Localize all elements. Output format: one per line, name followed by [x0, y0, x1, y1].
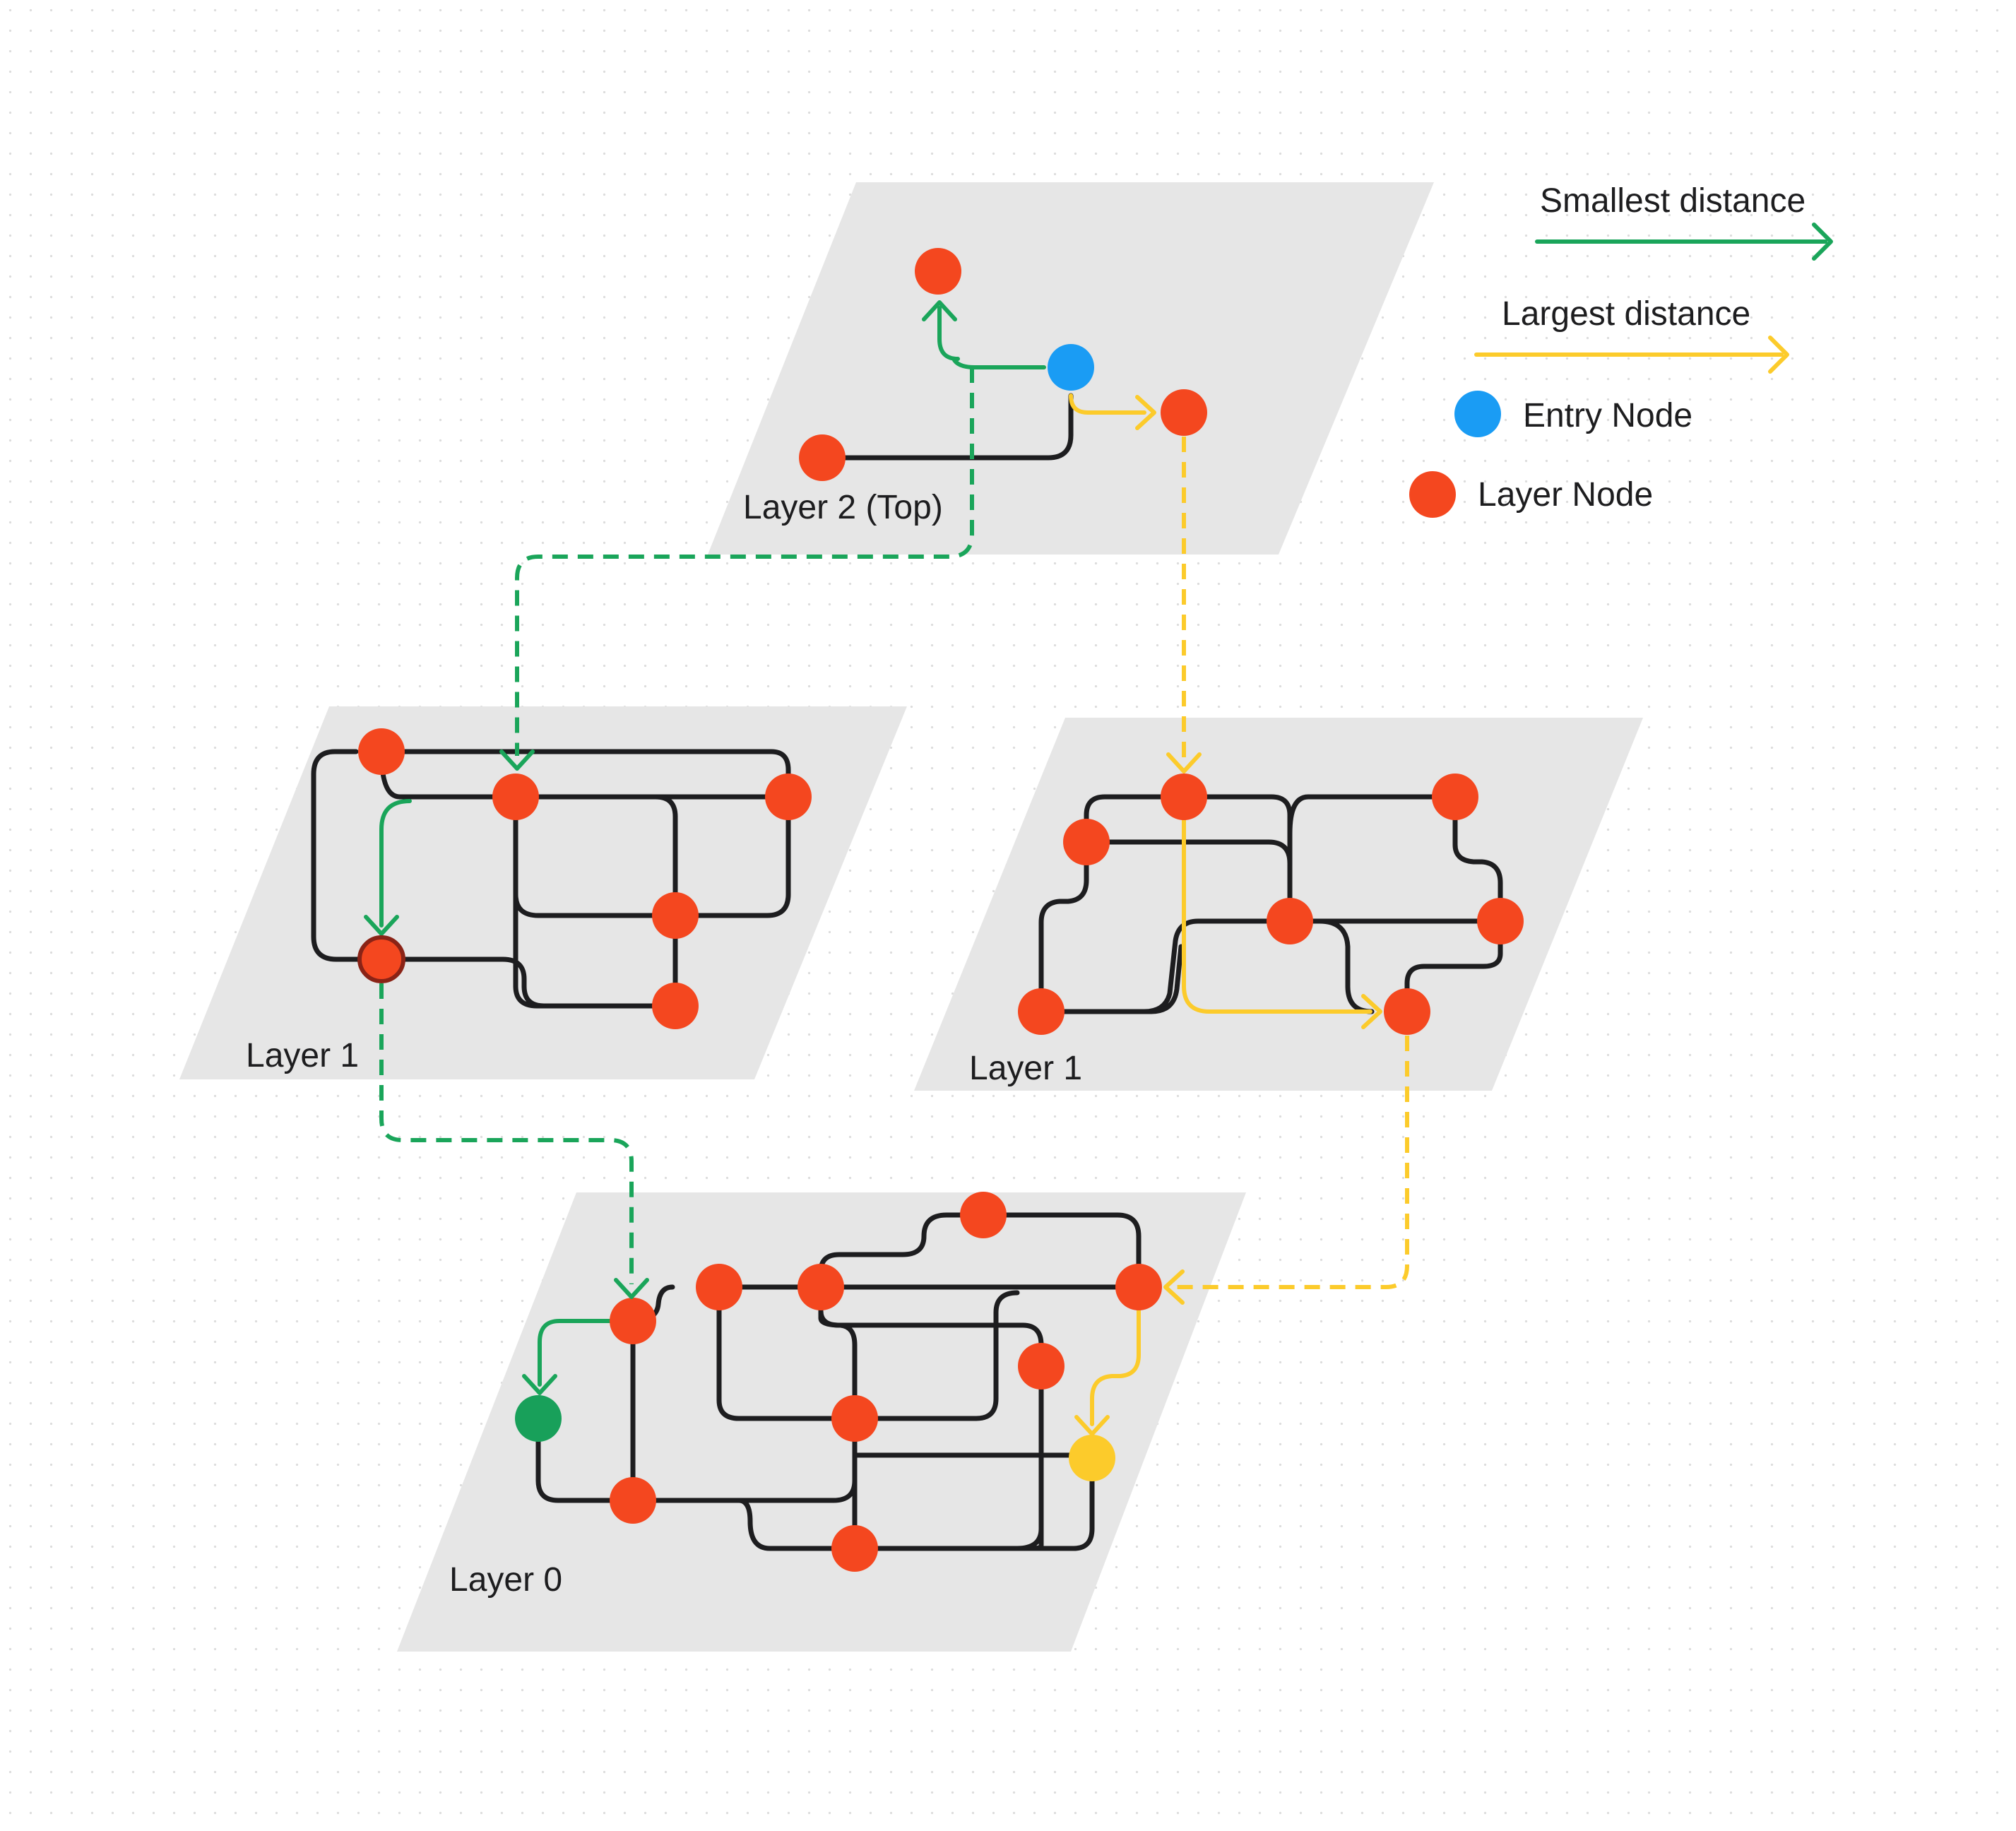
legend-layer-node-label: Layer Node — [1478, 476, 1653, 514]
largest-path-arrowhead — [1166, 752, 1202, 774]
layer-node — [1384, 988, 1430, 1035]
edge — [819, 393, 1074, 461]
smallest-path-segment — [379, 799, 412, 928]
layer-node — [765, 774, 812, 820]
layer-node — [960, 1192, 1007, 1238]
smallest-path-arrowhead — [364, 915, 399, 936]
edge — [513, 794, 678, 918]
layer-0-plane — [397, 1192, 1246, 1652]
smallest-target-node — [515, 1395, 562, 1442]
edge — [379, 749, 791, 800]
smallest-path-descent — [515, 367, 974, 756]
edge — [852, 1290, 1020, 1421]
layer-node — [915, 248, 961, 295]
layer-2-edges — [819, 393, 1074, 461]
layer-node — [1115, 1264, 1162, 1310]
layer-1-right-edges — [1038, 794, 1503, 1014]
layer-node — [1432, 774, 1478, 820]
legend: Smallest distance Largest distance Entry… — [1409, 182, 1833, 518]
largest-path-segment — [1090, 1308, 1141, 1426]
layer-node — [797, 1264, 844, 1310]
largest-path-arrowhead — [1163, 1269, 1185, 1305]
layer-node — [610, 1477, 656, 1524]
edge — [1038, 839, 1089, 1014]
largest-target-node — [1069, 1435, 1115, 1481]
smallest-path-arrowhead — [499, 749, 535, 771]
layer-2-paths — [922, 300, 1156, 430]
edge — [672, 794, 791, 918]
edge — [1084, 794, 1187, 845]
layer-0-label: Layer 0 — [449, 1561, 562, 1599]
smallest-path-arrowhead — [922, 300, 957, 321]
highlighted-layer-node — [357, 935, 405, 983]
legend-entry-node-swatch — [1454, 391, 1501, 437]
edge — [852, 1475, 1095, 1551]
layer-node — [831, 1525, 878, 1572]
edge — [980, 1212, 1142, 1290]
layer-1-left-label: Layer 1 — [246, 1037, 359, 1074]
edge — [1038, 944, 1184, 1014]
legend-entry-label: Entry Node — [1523, 397, 1692, 434]
edge — [379, 956, 547, 1009]
edge — [1014, 1526, 1044, 1551]
layer-1-right-paths — [1182, 817, 1382, 1029]
edge — [1404, 918, 1503, 1014]
edge — [535, 1435, 636, 1503]
legend-smallest-label: Smallest distance — [1540, 182, 1805, 220]
edge — [630, 1452, 858, 1503]
layer-1-right-nodes — [1018, 774, 1524, 1035]
smallest-path-arrowhead — [614, 1278, 649, 1299]
edge — [1287, 794, 1458, 836]
layer-node — [831, 1395, 878, 1442]
edge — [818, 1212, 986, 1290]
edge — [1317, 918, 1375, 1014]
layer-1-right-label: Layer 1 — [969, 1050, 1082, 1087]
edge — [1084, 839, 1293, 866]
smallest-path-segment — [937, 306, 1046, 369]
inter-layer-paths — [379, 367, 1409, 1305]
smallest-path-segment — [538, 1319, 612, 1387]
layer-1-left-plane — [179, 706, 907, 1079]
layer-node — [652, 983, 699, 1029]
edge — [1452, 794, 1503, 924]
layer-node — [1161, 389, 1207, 436]
edge — [716, 1284, 858, 1421]
layer-node — [610, 1298, 656, 1344]
layer-1-left-nodes — [357, 728, 812, 1029]
layer-node — [1477, 898, 1524, 944]
layer-node — [696, 1264, 742, 1310]
edge — [736, 1498, 858, 1551]
layer-node — [799, 434, 846, 481]
legend-largest-arrowhead — [1768, 336, 1789, 374]
layer-node — [358, 728, 405, 775]
layer-node — [1018, 1343, 1065, 1389]
edge — [311, 749, 384, 962]
entry-node — [1048, 344, 1094, 391]
legend-layer-node-swatch — [1409, 471, 1456, 518]
legend-largest-label: Largest distance — [1502, 295, 1750, 333]
layer-2-label: Layer 2 (Top) — [743, 489, 943, 526]
layer-node — [1018, 988, 1065, 1035]
largest-path-arrowhead — [1361, 994, 1382, 1029]
largest-path-arrowhead — [1074, 1415, 1110, 1436]
layer-2-nodes — [799, 248, 1207, 481]
layer-node — [1063, 819, 1110, 865]
legend-smallest-arrowhead — [1812, 223, 1833, 261]
layer-1-left-paths — [364, 799, 412, 936]
layer-0-paths — [522, 1308, 1141, 1436]
layer-node — [652, 892, 699, 939]
largest-path-segment — [1182, 817, 1372, 1014]
largest-path-descent — [1175, 1036, 1409, 1289]
layer-node — [1161, 774, 1207, 820]
largest-path-arrowhead — [1135, 395, 1156, 430]
layer-0-nodes — [515, 1192, 1162, 1572]
layer-node — [492, 774, 539, 820]
largest-path-segment — [1069, 393, 1146, 415]
layer-node — [1267, 898, 1313, 944]
smallest-path-arrowhead — [522, 1374, 557, 1395]
